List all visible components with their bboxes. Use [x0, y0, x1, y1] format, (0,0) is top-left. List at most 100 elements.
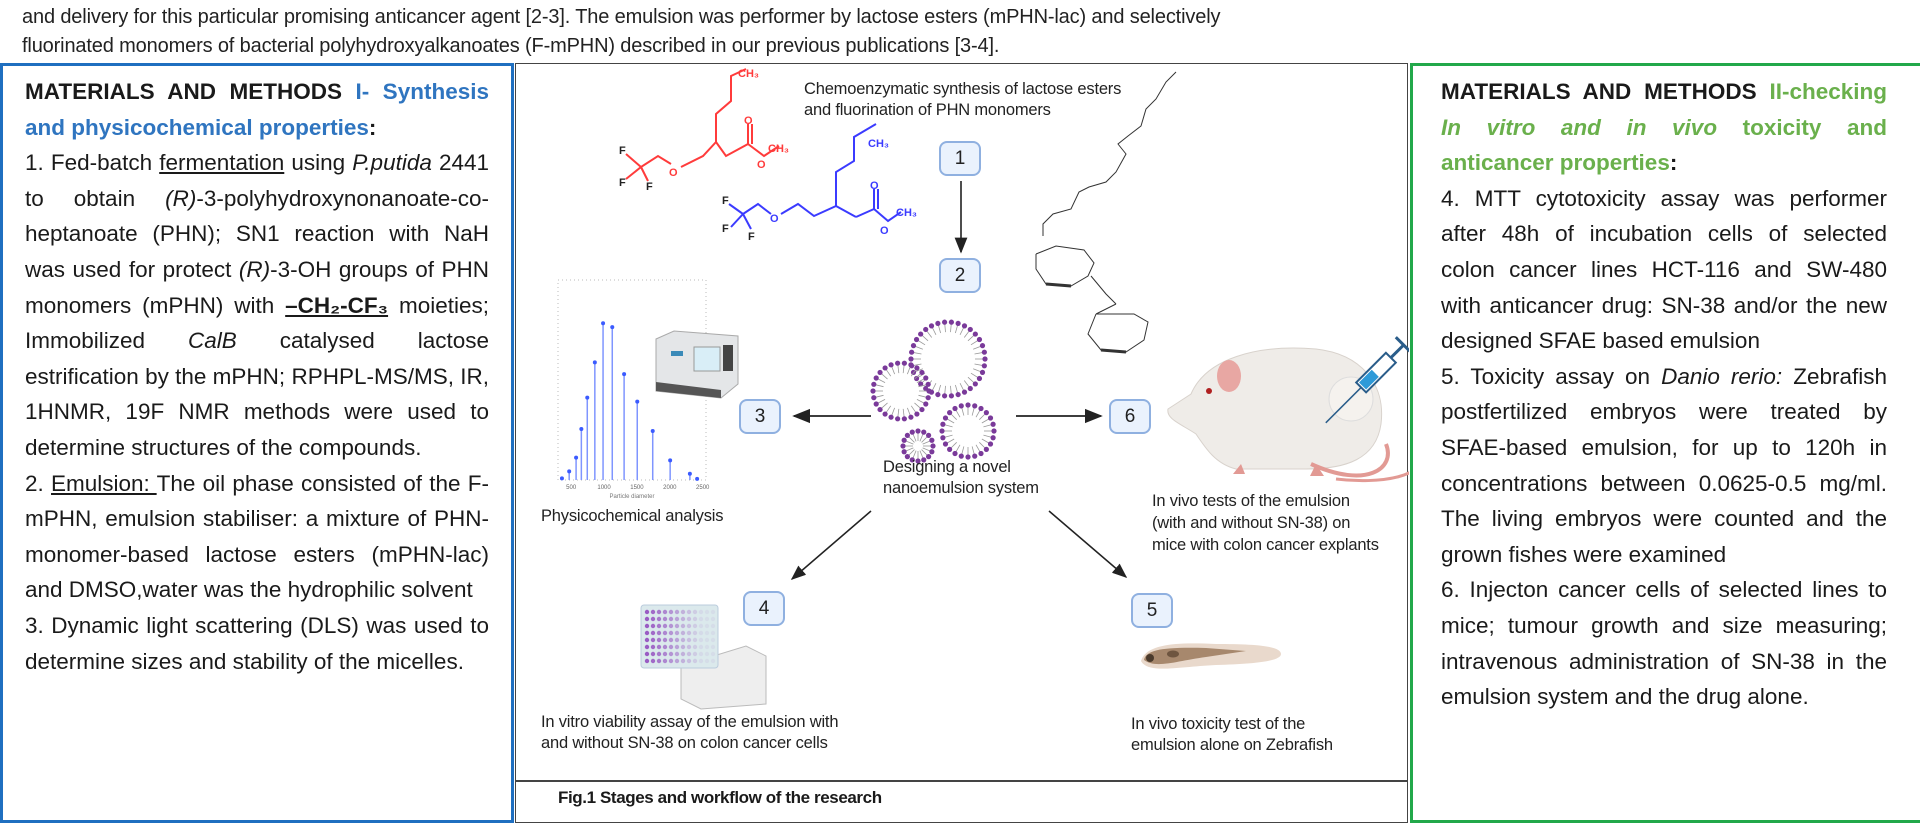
stem-point: [579, 427, 584, 432]
method-item-4: 4. MTT cytotoxicity assay was performer …: [1441, 185, 1887, 354]
surfactant-head: [987, 441, 994, 447]
surfactant-head: [990, 421, 996, 427]
plate-well: [692, 630, 698, 636]
plate-well: [668, 658, 674, 664]
plate-well: [668, 637, 674, 643]
surfactant-head: [983, 410, 989, 416]
plate-well: [656, 609, 662, 615]
plate-well: [698, 658, 704, 664]
plate-well: [698, 637, 704, 643]
stem-point: [601, 321, 606, 326]
step-3-badge: 3: [739, 399, 781, 434]
x-tick-label: 1500: [630, 485, 644, 491]
surfactant-head: [961, 389, 968, 395]
surfactant-head: [908, 362, 914, 368]
surfactant-head: [979, 369, 986, 375]
label-o: O: [669, 167, 678, 179]
plate-well: [650, 651, 656, 657]
surfactant-head: [947, 410, 953, 416]
text-line: mice with colon cancer explants: [1152, 536, 1379, 554]
plate-well: [698, 616, 704, 622]
heading-subtitle: II-checking: [1769, 79, 1887, 104]
surfactant-head: [965, 454, 971, 460]
surfactant-head: [942, 441, 949, 447]
surfactant-head: [958, 453, 964, 459]
plate-well: [680, 609, 686, 615]
text-italic: (R): [238, 256, 271, 282]
plate-well: [704, 623, 710, 629]
surfactant-head: [904, 454, 910, 460]
surfactant-head: [923, 375, 929, 381]
text: The oil phase consisted of the F-mPHN, e…: [25, 470, 489, 603]
label-ch3: CH₃: [896, 207, 917, 219]
label-o: O: [880, 225, 889, 237]
surfactant-head: [972, 403, 978, 409]
surfactant-head: [967, 385, 973, 392]
surfactant-head: [915, 428, 921, 434]
label-ch3: CH₃: [768, 143, 789, 155]
intro-line-1: and delivery for this particular promisi…: [22, 6, 1221, 28]
surfactant-head: [928, 323, 935, 329]
surfactant-head: [972, 381, 978, 387]
plate-well: [674, 644, 680, 650]
plate-well: [680, 644, 686, 650]
surfactant-head: [948, 393, 955, 399]
surfactant-head: [901, 360, 907, 366]
plate-well: [674, 609, 680, 615]
surfactant-head: [882, 365, 888, 371]
plate-well: [710, 609, 716, 615]
plate-well: [686, 651, 692, 657]
chemical-group: –CH₂-CF₃: [285, 292, 389, 318]
plate-well: [692, 609, 698, 615]
section-heading: MATERIALS AND METHODS II-checking In vit…: [1441, 74, 1887, 181]
surfactant-head: [901, 437, 907, 443]
x-tick-label: 1000: [597, 485, 611, 491]
in-vitro-label: In vitro viability assay of the emulsion…: [541, 712, 839, 754]
method-item-5: 5. Toxicity assay on Danio rerio: Zebraf…: [1441, 359, 1887, 573]
surfactant-head: [991, 428, 997, 434]
synthesis-title: Chemoenzymatic synthesis of lactose este…: [804, 79, 1121, 121]
surfactant-head: [919, 369, 925, 376]
plate-well: [668, 609, 674, 615]
plate-well: [686, 637, 692, 643]
plate-well: [644, 644, 650, 650]
stem-point: [592, 360, 597, 365]
surfactant-head: [877, 406, 883, 413]
surfactant-head: [955, 391, 961, 398]
plate-well: [662, 616, 668, 622]
plate-well: [710, 658, 716, 664]
plate-well: [668, 644, 674, 650]
plate-well: [710, 616, 716, 622]
plate-well: [710, 630, 716, 636]
plate-well: [662, 630, 668, 636]
x-tick-label: 2000: [663, 485, 677, 491]
surfactant-head: [926, 432, 932, 438]
method-item-1: 1. Fed-batch fermentation using P.putida…: [25, 145, 489, 465]
plate-well: [644, 658, 650, 664]
heading-text: MATERIALS AND METHODS: [1441, 79, 1770, 104]
mice-label: In vivo tests of the emulsion(with and w…: [1152, 490, 1379, 556]
stem-point: [635, 399, 640, 404]
fluorinated-monomer-blue-molecule: [728, 123, 902, 230]
label-o: O: [870, 180, 879, 192]
zebrafish-icon: [1141, 643, 1281, 669]
plate-well: [704, 658, 710, 664]
text-line: nanoemulsion system: [883, 479, 1039, 497]
text-italic: (R): [165, 185, 197, 211]
surfactant-head: [888, 362, 894, 368]
enzyme-name: CalB: [187, 328, 237, 354]
surfactant-head: [901, 416, 907, 422]
label-o: O: [744, 115, 753, 127]
physicochemical-label: Physicochemical analysis: [541, 507, 724, 525]
plate-well: [662, 658, 668, 664]
surfactant-head: [976, 336, 983, 343]
surfactant-head: [914, 365, 920, 371]
plate-well: [692, 658, 698, 664]
surfactant-head: [972, 331, 978, 337]
plate-well: [674, 651, 680, 657]
plate-well: [692, 637, 698, 643]
figure-caption: Fig.1 Stages and workflow of the researc…: [558, 788, 882, 807]
species-name: Danio rerio:: [1661, 363, 1783, 389]
surfactant-head: [919, 406, 925, 413]
